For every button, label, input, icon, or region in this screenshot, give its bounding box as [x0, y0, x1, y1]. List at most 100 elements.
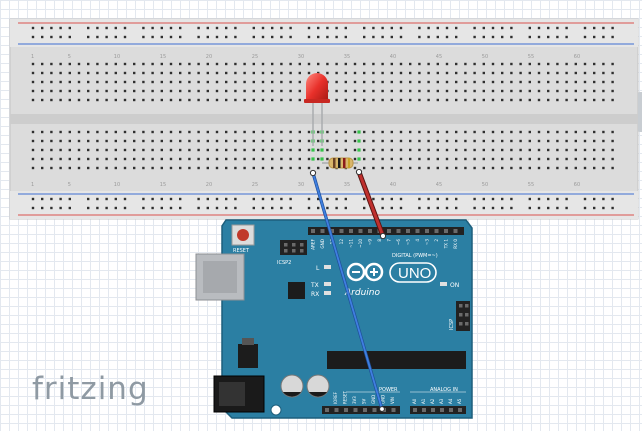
- breadboard-hole[interactable]: [501, 89, 504, 93]
- breadboard-hole[interactable]: [307, 26, 311, 30]
- breadboard-hole[interactable]: [179, 80, 182, 84]
- breadboard-hole[interactable]: [234, 35, 237, 39]
- breadboard-hole[interactable]: [206, 71, 209, 75]
- breadboard-hole[interactable]: [363, 80, 366, 84]
- breadboard-hole[interactable]: [390, 130, 393, 134]
- breadboard-hole[interactable]: [151, 89, 154, 93]
- breadboard-hole[interactable]: [142, 139, 145, 143]
- breadboard-hole[interactable]: [510, 197, 513, 201]
- breadboard-hole[interactable]: [473, 206, 476, 210]
- breadboard-hole[interactable]: [519, 139, 522, 143]
- breadboard-hole[interactable]: [50, 80, 53, 84]
- breadboard-hole[interactable]: [59, 139, 62, 143]
- breadboard-hole[interactable]: [464, 130, 467, 134]
- breadboard-hole[interactable]: [445, 89, 449, 93]
- breadboard-hole[interactable]: [215, 89, 219, 93]
- breadboard-hole[interactable]: [151, 62, 154, 66]
- breadboard-hole[interactable]: [68, 157, 71, 161]
- breadboard-hole[interactable]: [583, 71, 587, 75]
- breadboard-hole[interactable]: [289, 62, 292, 66]
- breadboard-hole[interactable]: [160, 148, 163, 152]
- breadboard-hole[interactable]: [418, 148, 421, 152]
- breadboard-hole[interactable]: [96, 157, 99, 161]
- breadboard-hole[interactable]: [50, 71, 53, 75]
- breadboard-hole[interactable]: [87, 98, 90, 102]
- breadboard-hole[interactable]: [335, 206, 338, 210]
- breadboard-hole[interactable]: [335, 80, 338, 84]
- breadboard-hole[interactable]: [482, 80, 485, 84]
- breadboard-hole[interactable]: [583, 26, 587, 30]
- breadboard-hole[interactable]: [363, 130, 366, 134]
- breadboard-hole[interactable]: [68, 80, 71, 84]
- header-pin[interactable]: [330, 229, 334, 233]
- breadboard-hole[interactable]: [114, 89, 117, 93]
- breadboard-hole[interactable]: [225, 26, 228, 30]
- breadboard-hole[interactable]: [169, 206, 173, 210]
- breadboard-hole[interactable]: [271, 130, 274, 134]
- breadboard-hole[interactable]: [87, 157, 90, 161]
- breadboard-hole[interactable]: [50, 148, 53, 152]
- breadboard-hole[interactable]: [565, 157, 568, 161]
- breadboard-hole[interactable]: [574, 71, 577, 75]
- breadboard-hole[interactable]: [206, 62, 209, 66]
- breadboard-hole[interactable]: [455, 35, 458, 39]
- header-pin[interactable]: [334, 408, 339, 412]
- breadboard-hole[interactable]: [151, 80, 154, 84]
- breadboard-hole[interactable]: [556, 157, 559, 161]
- breadboard-hole[interactable]: [123, 71, 127, 75]
- breadboard-hole[interactable]: [271, 206, 274, 210]
- breadboard-hole[interactable]: [418, 157, 421, 161]
- breadboard-hole[interactable]: [160, 26, 163, 30]
- breadboard-hole[interactable]: [363, 206, 366, 210]
- breadboard-hole[interactable]: [445, 197, 449, 201]
- breadboard-hole[interactable]: [197, 26, 200, 30]
- breadboard-hole[interactable]: [317, 139, 320, 143]
- breadboard-hole[interactable]: [547, 26, 550, 30]
- breadboard-hole[interactable]: [261, 98, 265, 102]
- breadboard-hole[interactable]: [215, 98, 219, 102]
- breadboard-hole[interactable]: [436, 130, 439, 134]
- breadboard-hole[interactable]: [123, 62, 127, 66]
- breadboard-hole[interactable]: [399, 35, 403, 39]
- breadboard-hole[interactable]: [409, 130, 412, 134]
- breadboard-hole[interactable]: [261, 26, 265, 30]
- breadboard-hole[interactable]: [234, 130, 237, 134]
- breadboard-hole[interactable]: [160, 157, 163, 161]
- breadboard-hole[interactable]: [611, 89, 614, 93]
- breadboard-hole[interactable]: [547, 197, 550, 201]
- breadboard-hole[interactable]: [381, 206, 384, 210]
- breadboard-hole[interactable]: [105, 166, 108, 170]
- breadboard-hole[interactable]: [611, 71, 614, 75]
- breadboard-hole[interactable]: [280, 98, 283, 102]
- breadboard-hole[interactable]: [142, 206, 145, 210]
- breadboard-hole[interactable]: [105, 139, 108, 143]
- breadboard-hole[interactable]: [59, 62, 62, 66]
- breadboard-hole[interactable]: [271, 35, 274, 39]
- breadboard-hole[interactable]: [225, 206, 228, 210]
- breadboard-hole[interactable]: [59, 197, 62, 201]
- breadboard-hole[interactable]: [528, 89, 531, 93]
- breadboard-hole[interactable]: [583, 130, 587, 134]
- breadboard-hole[interactable]: [473, 80, 476, 84]
- breadboard-hole[interactable]: [289, 197, 292, 201]
- breadboard-hole[interactable]: [501, 206, 504, 210]
- breadboard-hole[interactable]: [455, 80, 458, 84]
- breadboard-hole[interactable]: [473, 62, 476, 66]
- breadboard-hole[interactable]: [353, 71, 357, 75]
- breadboard-hole[interactable]: [142, 62, 145, 66]
- breadboard-hole[interactable]: [436, 62, 439, 66]
- breadboard-hole[interactable]: [593, 166, 596, 170]
- breadboard-hole[interactable]: [206, 139, 209, 143]
- breadboard-hole[interactable]: [363, 166, 366, 170]
- breadboard-hole[interactable]: [160, 206, 163, 210]
- breadboard-hole-connected[interactable]: [357, 139, 361, 143]
- breadboard-hole[interactable]: [353, 157, 357, 161]
- breadboard-hole[interactable]: [602, 35, 605, 39]
- breadboard-hole[interactable]: [41, 157, 44, 161]
- breadboard-hole[interactable]: [372, 35, 375, 39]
- breadboard-hole[interactable]: [372, 197, 375, 201]
- breadboard-hole[interactable]: [105, 130, 108, 134]
- breadboard-hole[interactable]: [482, 197, 485, 201]
- breadboard-hole[interactable]: [565, 197, 568, 201]
- breadboard-hole[interactable]: [427, 62, 430, 66]
